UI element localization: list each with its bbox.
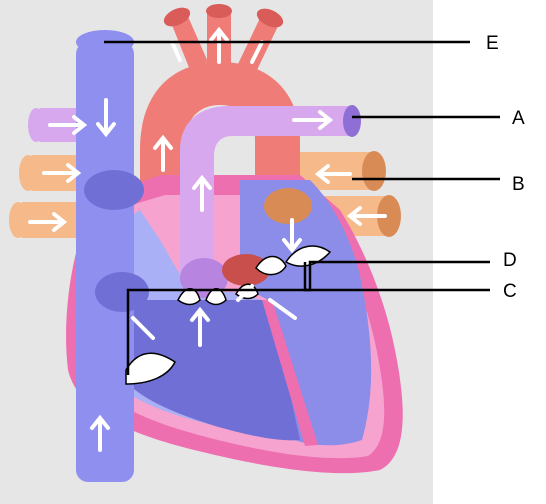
mitral-valve xyxy=(255,255,287,276)
flow-arrows xyxy=(28,26,387,452)
label-d: D xyxy=(503,250,517,271)
label-e: E xyxy=(486,33,499,54)
aortic-valve-base xyxy=(222,254,270,286)
valves xyxy=(125,245,332,385)
ventricle-lower xyxy=(115,300,300,441)
label-a: A xyxy=(512,108,525,129)
pulmonary-artery xyxy=(180,106,350,275)
pointer-lines xyxy=(104,40,500,375)
pulmonary-artery-opening xyxy=(343,105,361,137)
pulmonary-vein-opening xyxy=(264,188,312,224)
left-chambers xyxy=(240,180,372,446)
septum xyxy=(262,300,318,446)
tricuspid-valve xyxy=(125,352,176,385)
label-b: B xyxy=(512,174,525,195)
pointer-line-c xyxy=(126,288,490,375)
label-c: C xyxy=(503,281,517,302)
